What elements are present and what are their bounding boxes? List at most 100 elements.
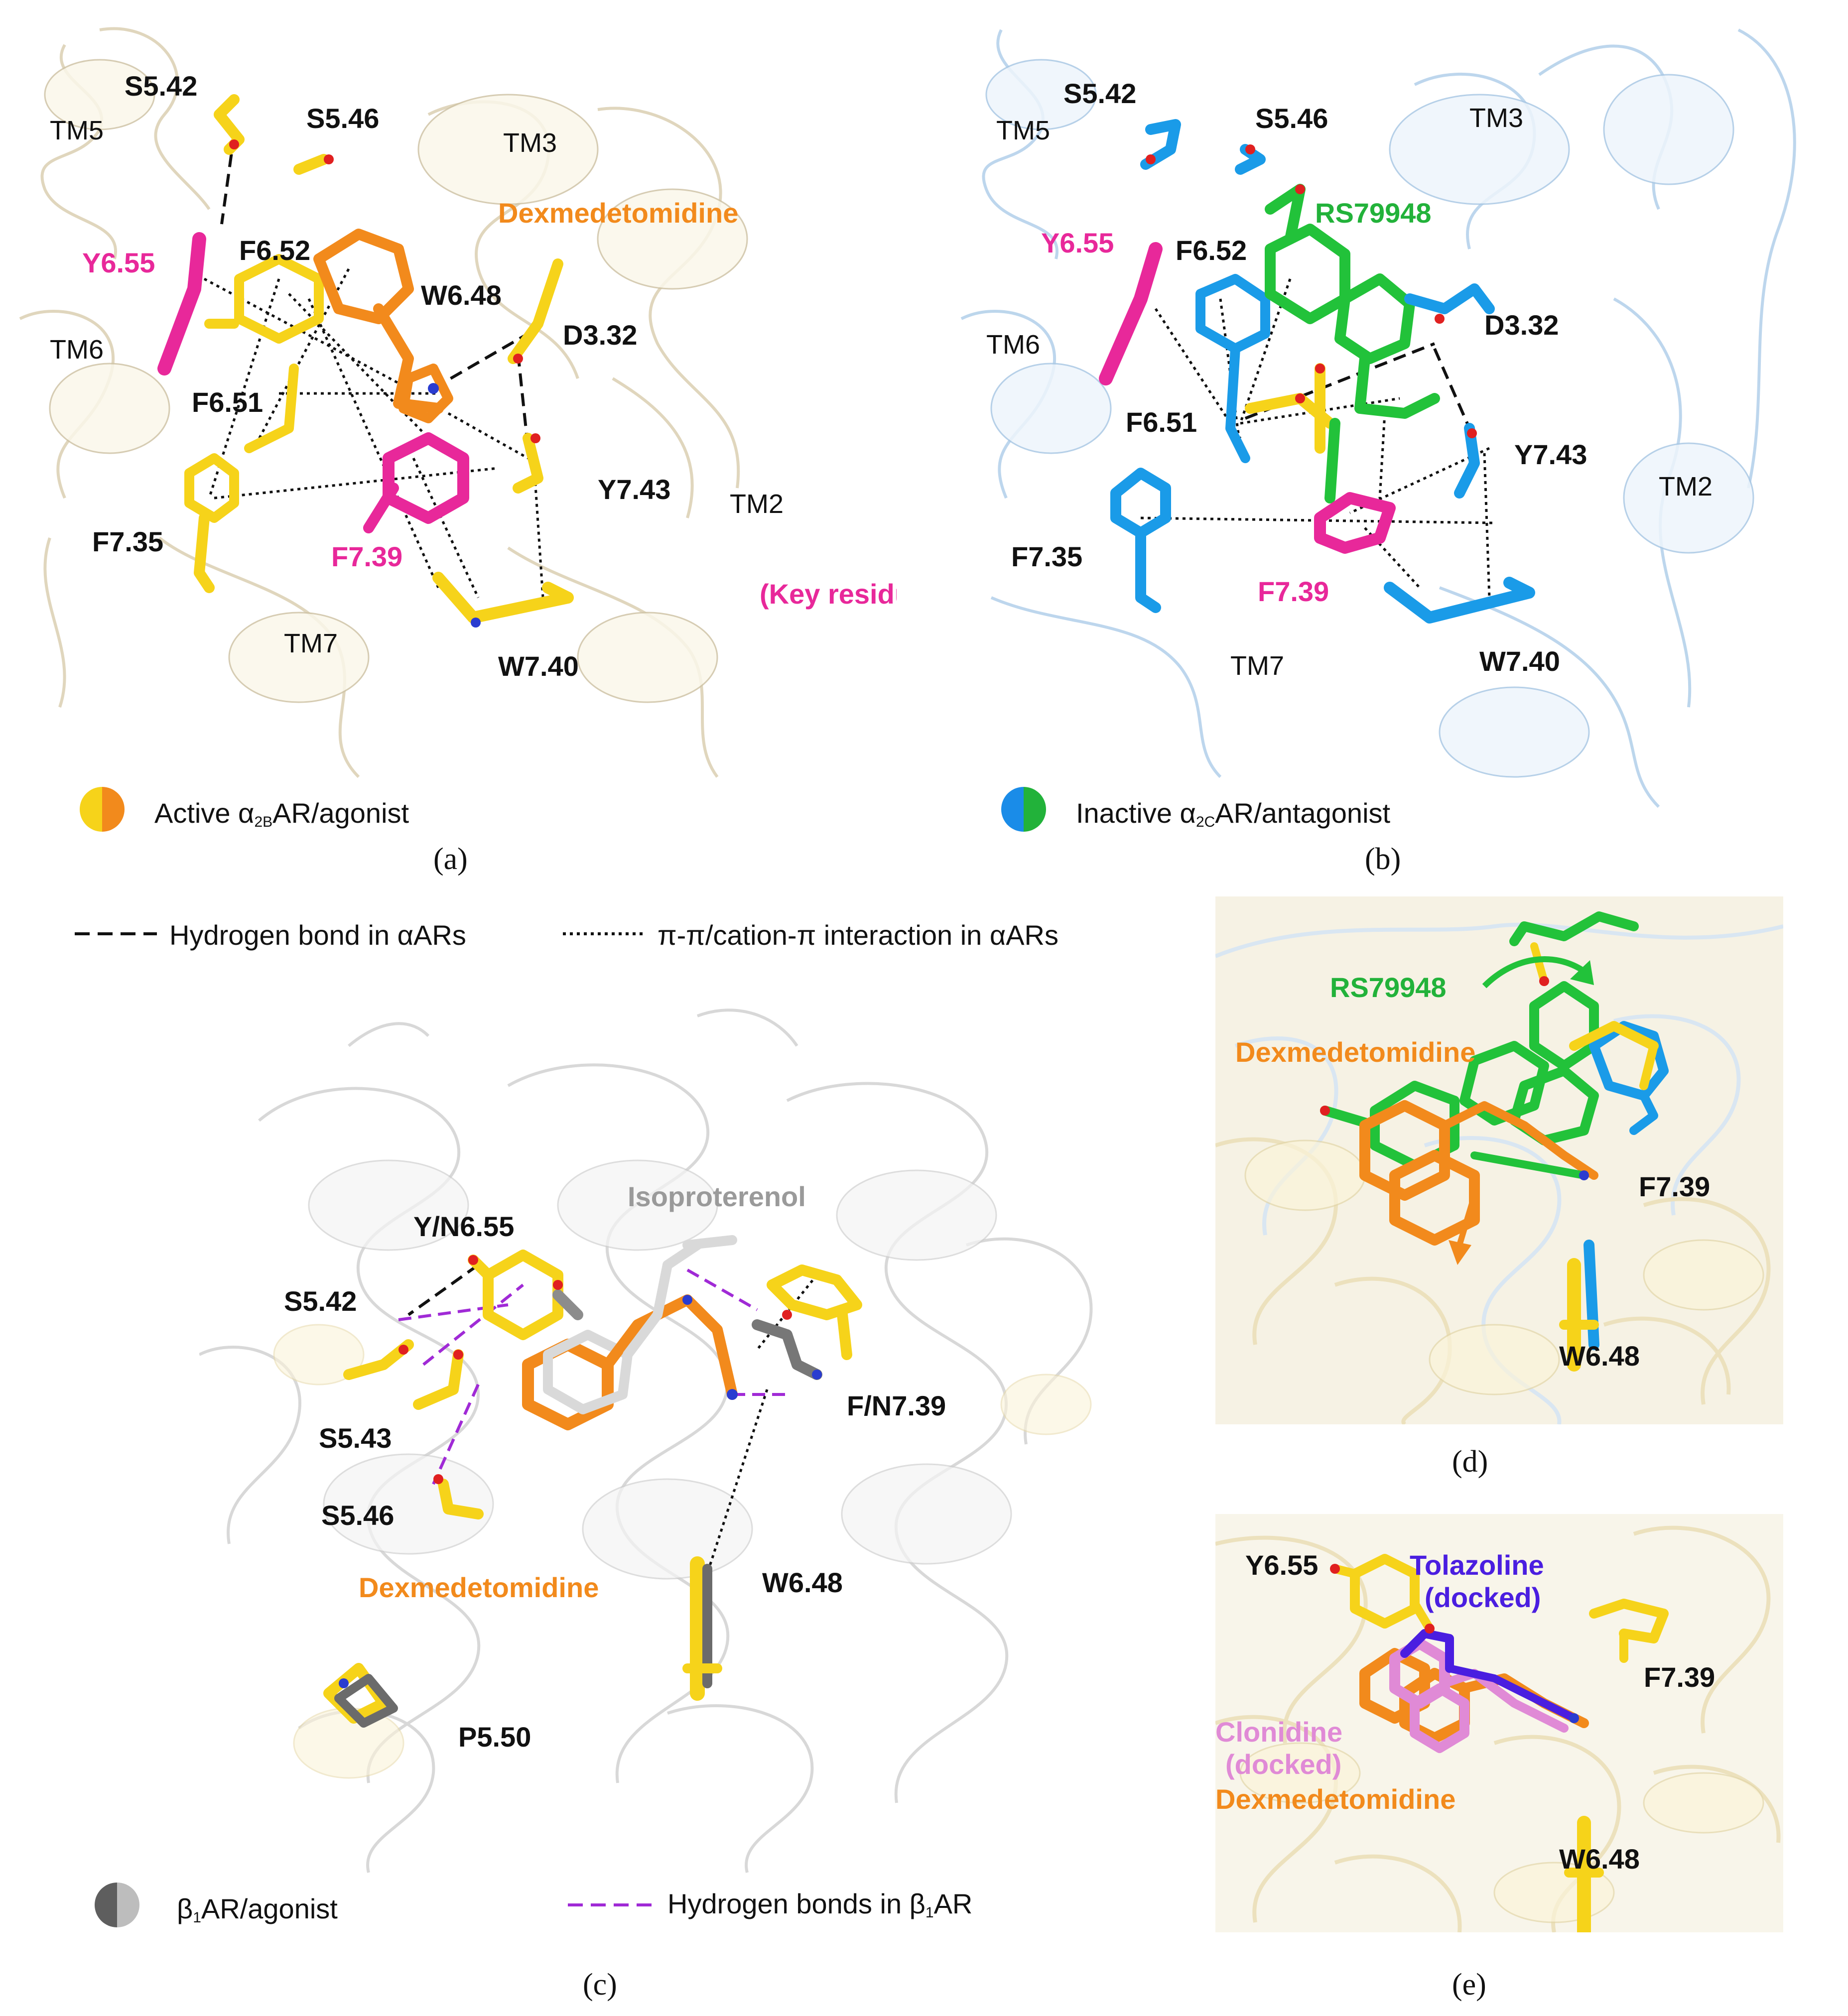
- panel-c-cream-coils: [273, 1324, 1092, 1779]
- legend-pi-text: π-π/cation-π interaction in αARs: [658, 919, 1058, 951]
- residue-y655-e: Y6.55: [1245, 1549, 1319, 1581]
- legend-a-text: Active α2BAR/agonist: [154, 797, 409, 830]
- caption-a: (a): [433, 842, 468, 876]
- legend-a-swatch: [80, 787, 125, 832]
- legend-c-marks: [95, 1883, 653, 1927]
- panel-d-green-arrow-curve: [1482, 956, 1586, 989]
- key-residues-note: (Key residues): [760, 578, 897, 610]
- panel-d-nitrogen: [1579, 1170, 1589, 1180]
- residue-w648-a: W6.48: [421, 279, 502, 311]
- helix-tm3-b: TM3: [1469, 103, 1523, 133]
- ligand-label-tolazoline-1: Tolazoline: [1410, 1549, 1544, 1581]
- panel-a: S5.42 S5.46 TM5 TM3 Dexmedetomidine Y6.5…: [0, 0, 897, 817]
- residue-s546-c: S5.46: [321, 1500, 395, 1531]
- legend-c: β1AR/agonist Hydrogen bonds in β1AR: [90, 1878, 1136, 1937]
- panel-c-hbonds: [407, 1263, 479, 1316]
- ligand-label-dexmedetomidine-c: Dexmedetomidine: [359, 1572, 599, 1603]
- helix-tm6-a: TM6: [50, 335, 104, 365]
- helix-tm7-b: TM7: [1230, 651, 1284, 681]
- line-legend-marks: [75, 932, 643, 935]
- residue-f651-b: F6.51: [1126, 406, 1197, 438]
- panel-d-orange-arrow-line: [1456, 1194, 1477, 1246]
- ligand-label-clonidine-2: (docked): [1225, 1749, 1342, 1780]
- ligand-label-clonidine-1: Clonidine: [1215, 1716, 1343, 1748]
- helix-tm6-b: TM6: [986, 330, 1040, 360]
- panel-d-sticks: [1320, 911, 1669, 1372]
- residue-f735-b: F7.35: [1011, 541, 1083, 572]
- panel-d-structure: [1215, 911, 1783, 1424]
- ligand-label-dexmedetomidine-e: Dexmedetomidine: [1215, 1783, 1456, 1815]
- ligand-label-dexmedetomidine-d: Dexmedetomidine: [1235, 1036, 1476, 1068]
- residue-w648-d: W6.48: [1559, 1340, 1640, 1372]
- legend-b-text: Inactive α2CAR/antagonist: [1076, 797, 1391, 830]
- residue-f735-a: F7.35: [92, 526, 164, 557]
- panel-e-atoms: [1330, 1564, 1435, 1634]
- residue-yn655-c: Y/N6.55: [413, 1211, 515, 1242]
- panel-a-hbonds: [220, 134, 529, 449]
- residue-d332-a: D3.32: [563, 319, 638, 351]
- residue-d332-b: D3.32: [1484, 309, 1559, 341]
- residue-w648-c: W6.48: [762, 1567, 843, 1598]
- panel-e-sticks: [1330, 1554, 1669, 1932]
- helix-tm5-b: TM5: [996, 116, 1050, 145]
- helix-tm3-a: TM3: [503, 128, 557, 158]
- panel-c: Isoproterenol Y/N6.55 S5.42 F/N7.39 S5.4…: [199, 1006, 1121, 1883]
- residue-f739-a: F7.39: [331, 541, 403, 572]
- residue-w740-b: W7.40: [1479, 645, 1560, 677]
- caption-b: (b): [1365, 842, 1401, 876]
- residue-s542-b: S5.42: [1063, 78, 1137, 109]
- panel-c-structure: [199, 1008, 1093, 1873]
- residue-f652-a: F6.52: [239, 235, 311, 266]
- residue-p550-c: P5.50: [458, 1721, 531, 1753]
- residue-y743-b: Y7.43: [1514, 439, 1587, 470]
- panel-a-structure: [19, 27, 748, 778]
- residue-f739-e: F7.39: [1644, 1661, 1716, 1693]
- residue-w740-a: W7.40: [498, 650, 579, 682]
- residue-s546-a: S5.46: [306, 103, 380, 134]
- panel-e-nitrogen: [1569, 1713, 1579, 1723]
- legend-b-swatch: [1001, 787, 1046, 832]
- helix-tm2-b: TM2: [1659, 472, 1713, 502]
- helix-tm7-a: TM7: [284, 629, 338, 658]
- helix-tm5-a: TM5: [50, 116, 104, 145]
- line-legend: Hydrogen bond in αARs π-π/cation-π inter…: [70, 911, 1190, 956]
- legend-c-hbond-text: Hydrogen bonds in β1AR: [667, 1888, 973, 1921]
- panel-b-sticks: [1099, 119, 1535, 624]
- panel-a-helix-coils: [44, 59, 748, 703]
- panel-c-helix-coils: [308, 1159, 1012, 1580]
- residue-fn739-c: F/N7.39: [847, 1390, 946, 1421]
- panel-c-pi-interactions: [701, 1274, 818, 1589]
- panel-d: RS79948 Dexmedetomidine F7.39 W6.48: [1215, 896, 1783, 1424]
- ligand-label-dexmedetomidine-a: Dexmedetomidine: [498, 197, 739, 229]
- panel-c-atoms: [339, 1255, 822, 1688]
- ligand-label-rs79948-d: RS79948: [1330, 972, 1447, 1003]
- residue-s546-b: S5.46: [1255, 103, 1328, 134]
- panel-b: S5.42 S5.46 TM5 TM3 RS79948 Y6.55 F6.52 …: [941, 0, 1848, 817]
- panel-e-structure: [1215, 1525, 1781, 1932]
- panel-d-atoms: [1320, 976, 1549, 1116]
- legend-c-text: β1AR/agonist: [177, 1893, 338, 1926]
- ligand-label-rs79948-b: RS79948: [1315, 197, 1432, 229]
- residue-w648-e: W6.48: [1559, 1843, 1640, 1875]
- panel-b-atoms: [1146, 144, 1477, 438]
- residue-f739-b: F7.39: [1258, 576, 1329, 607]
- residue-s542-a: S5.42: [125, 70, 198, 102]
- ligand-label-isoproterenol: Isoproterenol: [628, 1181, 806, 1212]
- residue-y743-a: Y7.43: [598, 474, 671, 505]
- panel-e: Y6.55 Tolazoline (docked) F7.39 Clonidin…: [1215, 1514, 1783, 1932]
- residue-f739-d: F7.39: [1639, 1171, 1711, 1202]
- panel-b-structure: [960, 28, 1796, 808]
- ligand-label-tolazoline-2: (docked): [1425, 1582, 1541, 1613]
- residue-f651-a: F6.51: [192, 386, 264, 418]
- helix-tm2-a: TM2: [730, 489, 784, 519]
- caption-d: (d): [1452, 1445, 1488, 1479]
- panel-a-nitrogen: [428, 383, 481, 628]
- panel-a-atoms: [229, 139, 540, 443]
- panel-a-sticks: [157, 94, 574, 624]
- residue-s542-c: S5.42: [284, 1285, 357, 1317]
- residue-y655-b: Y6.55: [1041, 227, 1114, 258]
- residue-y655-a: Y6.55: [82, 247, 155, 278]
- panel-d-ribbons-cream: [1215, 1137, 1771, 1424]
- panel-d-helix-coils: [1244, 1139, 1764, 1395]
- residue-s543-c: S5.43: [319, 1422, 392, 1454]
